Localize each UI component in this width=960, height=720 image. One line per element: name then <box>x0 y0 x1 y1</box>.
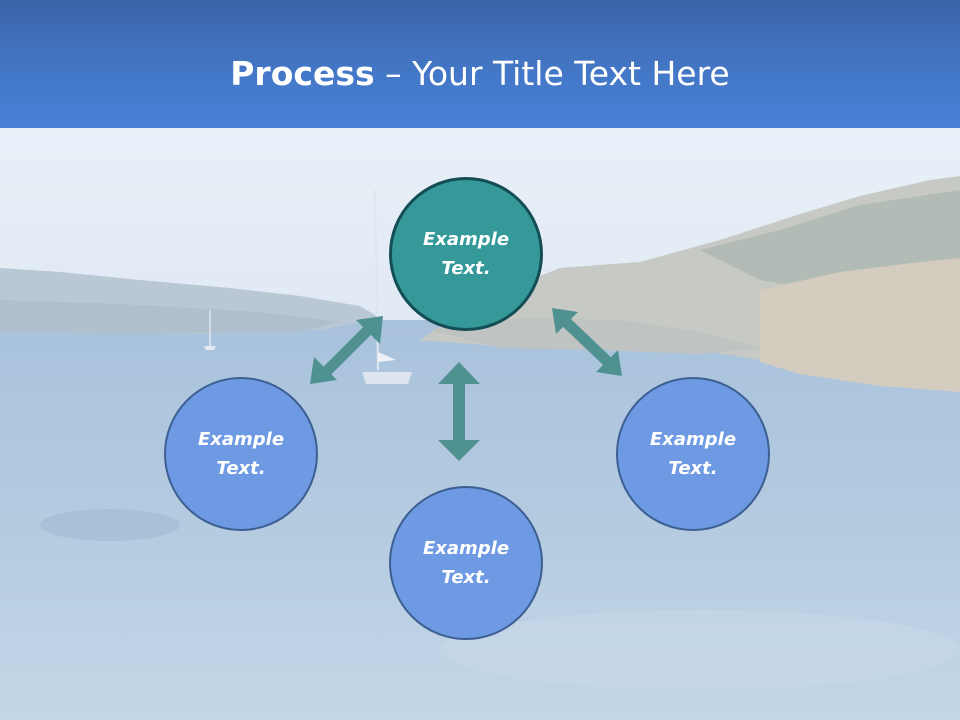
node-bottom-label-line2: Text. <box>441 567 491 588</box>
arrow-top-right <box>552 308 622 376</box>
node-bottom-label-line1: Example <box>422 538 510 559</box>
node-top-label-line1: Example <box>422 229 510 250</box>
title-bold: Process <box>230 54 375 93</box>
node-left-label-line2: Text. <box>216 458 266 479</box>
title-bar <box>0 0 960 128</box>
node-right-label-line1: Example <box>649 429 737 450</box>
node-left-label-line1: Example <box>197 429 285 450</box>
arrow-top-left <box>310 316 383 384</box>
node-top-label-line2: Text. <box>441 258 491 279</box>
node-right-label-line2: Text. <box>668 458 718 479</box>
arrow-vertical <box>438 362 480 461</box>
slide-title: Process – Your Title Text Here <box>0 52 960 96</box>
title-rest: – Your Title Text Here <box>374 54 730 93</box>
